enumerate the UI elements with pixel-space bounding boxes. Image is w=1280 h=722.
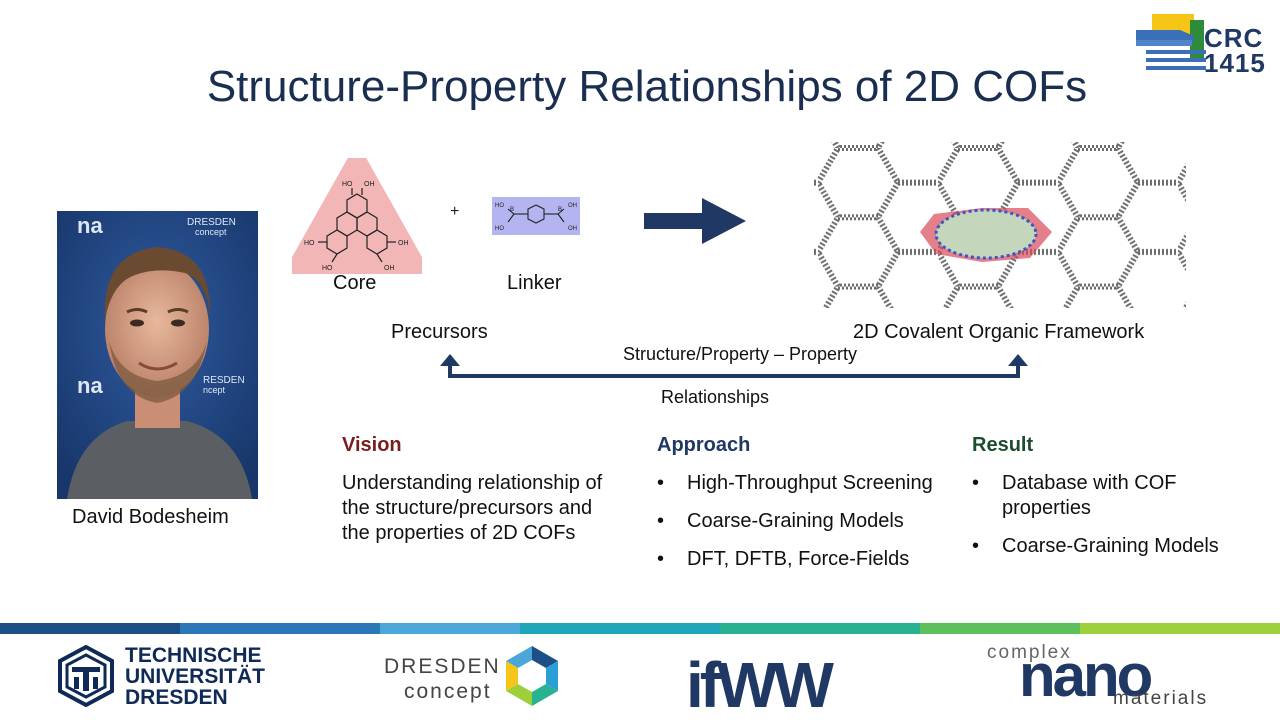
linker-b-label-2: B: [558, 207, 562, 213]
core-molecule-icon: HO OH HO HO OH OH: [292, 158, 422, 274]
result-heading: Result: [972, 434, 1034, 456]
precursors-label: Precursors: [391, 321, 488, 343]
linker-label: Linker: [507, 272, 562, 294]
tu-line3: DRESDEN: [125, 686, 228, 709]
core-ho-label-1: HO: [342, 181, 353, 188]
nano-top-text: complex: [987, 642, 1072, 663]
svg-text:concept: concept: [195, 227, 227, 237]
footer-stripe: [0, 623, 1280, 634]
framework-label: 2D Covalent Organic Framework: [853, 321, 1145, 343]
dresden-concept-logo-icon: [506, 646, 558, 706]
vision-text: Understanding relationship of the struct…: [342, 472, 603, 544]
result-list: Database with COF properties Coarse-Grai…: [972, 471, 1262, 572]
core-ho-label-3: HO: [322, 265, 333, 272]
relationship-arrow-icon: [440, 354, 1028, 378]
tu-dresden-logo-icon: [58, 645, 114, 707]
plus-sign: +: [450, 203, 460, 220]
svg-text:na: na: [77, 373, 103, 398]
nano-materials-logo: complex nano materials: [985, 642, 1235, 712]
slide-title: Structure-Property Relationships of 2D C…: [206, 62, 1088, 111]
svg-text:DRESDEN: DRESDEN: [187, 217, 236, 228]
linker-ho-label-1: HO: [495, 203, 504, 209]
dc-line2: concept: [404, 680, 492, 703]
crc-logo-icon: [1136, 14, 1206, 70]
nano-bottom-text: materials: [1113, 688, 1209, 709]
relation-top-label: Structure/Property – Property: [622, 344, 858, 364]
linker-b-label-1: B: [510, 207, 514, 213]
nano-big-text: nano: [1019, 642, 1153, 709]
ifw-logo: ifWW: [686, 649, 834, 721]
tu-line1: TECHNISCHE: [125, 644, 262, 667]
core-ho-label-2: HO: [304, 240, 315, 247]
approach-item: High-Throughput Screening: [657, 471, 947, 496]
crc-line1: CRC: [1204, 23, 1264, 53]
dresden-concept-logo-text: DRESDEN concept: [384, 654, 501, 704]
dc-line1: DRESDEN: [384, 655, 501, 678]
approach-item: Coarse-Graining Models: [657, 509, 947, 534]
approach-list: High-Throughput Screening Coarse-Grainin…: [657, 471, 947, 585]
approach-item: DFT, DFTB, Force-Fields: [657, 547, 947, 572]
result-item: Coarse-Graining Models: [972, 534, 1262, 559]
crc-logo-text: CRC 1415: [1204, 23, 1266, 78]
core-label: Core: [333, 272, 377, 294]
svg-text:na: na: [77, 213, 103, 238]
cof-framework-image: [812, 142, 1186, 308]
svg-text:ncept: ncept: [203, 385, 226, 395]
linker-oh-label-2: OH: [568, 226, 577, 232]
core-oh-label-3: OH: [384, 265, 395, 272]
linker-oh-label-1: OH: [568, 203, 577, 209]
crc-line2: 1415: [1204, 48, 1266, 78]
svg-text:RESDEN: RESDEN: [203, 375, 245, 386]
core-oh-label-1: OH: [364, 181, 375, 188]
relation-bottom-label: Relationships: [660, 387, 770, 407]
vision-heading: Vision: [342, 434, 402, 456]
core-oh-label-2: OH: [398, 240, 409, 247]
portrait-photo: na DRESDEN concept na RESDEN ncept: [57, 211, 258, 499]
tu-dresden-logo-text: TECHNISCHE UNIVERSITÄT DRESDEN: [125, 645, 265, 708]
linker-ho-label-2: HO: [495, 226, 504, 232]
linker-molecule-icon: HO HO B B OH OH: [492, 197, 580, 235]
approach-heading: Approach: [657, 434, 751, 456]
right-arrow-icon: [644, 198, 746, 244]
tu-line2: UNIVERSITÄT: [125, 665, 266, 688]
result-item: Database with COF properties: [972, 471, 1262, 521]
person-name: David Bodesheim: [72, 506, 229, 528]
